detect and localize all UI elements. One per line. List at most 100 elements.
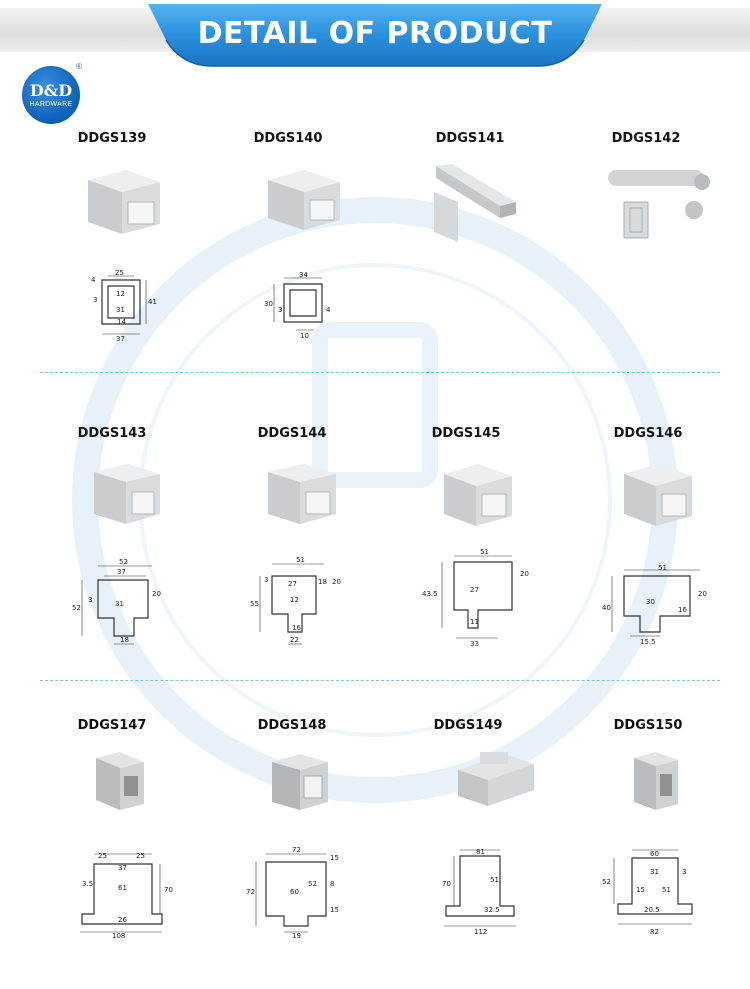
title-banner: DETAIL OF PRODUCT <box>148 0 602 72</box>
dim-label: 52 <box>602 878 611 886</box>
page-title: DETAIL OF PRODUCT <box>197 16 553 51</box>
dim-label: 31 <box>116 306 125 314</box>
row-separator <box>40 372 720 373</box>
dim-label: 34 <box>299 271 308 279</box>
dim-label: 20 <box>332 578 341 586</box>
product-code: DDGS139 <box>77 131 147 146</box>
dim-label: 31 <box>115 600 124 608</box>
dim-label: 27 <box>470 586 479 594</box>
product-photo <box>434 164 516 242</box>
product-photo <box>634 752 678 810</box>
dim-label: 18 <box>318 578 327 586</box>
product-code: DDGS146 <box>613 426 683 441</box>
product-code: DDGS142 <box>611 131 681 146</box>
registered-mark: ® <box>76 62 82 71</box>
dim-label: 8 <box>330 880 334 888</box>
dim-label: 51 <box>658 564 667 572</box>
dim-label: 10 <box>300 332 309 340</box>
dim-label: 4 <box>326 306 331 314</box>
dim-label: 26 <box>118 916 127 924</box>
dim-label: 3.5 <box>82 880 93 888</box>
profile-drawing: 25 25 37 3.5 61 70 26 108 <box>80 852 173 940</box>
dim-label: 40 <box>602 604 611 612</box>
product-code: DDGS143 <box>77 426 147 441</box>
dim-label: 20 <box>698 590 707 598</box>
profile-drawing: 25 4 12 3 31 14 37 41 <box>91 269 157 343</box>
dim-label: 18 <box>120 636 129 644</box>
dim-label: 19 <box>292 932 301 940</box>
dim-label: 82 <box>650 928 659 936</box>
logo-text: D&D <box>29 81 73 100</box>
dim-label: 16 <box>678 606 687 614</box>
dim-label: 25 <box>115 269 124 277</box>
product-photo <box>268 170 340 230</box>
dim-label: 12 <box>290 596 299 604</box>
dim-label: 3 <box>278 306 282 314</box>
dim-label: 20 <box>152 590 161 598</box>
dim-label: 25 <box>136 852 145 860</box>
product-code: DDGS147 <box>77 718 147 733</box>
dim-label: 30 <box>646 598 655 606</box>
dim-label: 15 <box>330 854 339 862</box>
profile-drawing: 72 15 72 60 8 52 15 19 <box>246 846 339 940</box>
dim-label: 3 <box>93 296 97 304</box>
product-photo <box>96 752 144 810</box>
product-code: DDGS148 <box>257 718 327 733</box>
dim-label: 32.5 <box>484 906 500 914</box>
banner-shape <box>148 4 602 67</box>
product-code: DDGS140 <box>253 131 323 146</box>
dim-label: 15 <box>636 886 645 894</box>
dim-label: 37 <box>117 568 126 576</box>
product-photo <box>268 464 336 524</box>
product-photo <box>272 754 328 810</box>
dim-label: 70 <box>164 886 173 894</box>
brand-logo: D&D HARDWARE <box>22 66 80 124</box>
dim-label: 30 <box>264 300 273 308</box>
profile-drawing: 51 20 43.5 27 11 33 <box>422 548 529 648</box>
dim-label: 70 <box>442 880 451 888</box>
dim-label: 33 <box>470 640 479 648</box>
dim-label: 11 <box>470 618 479 626</box>
product-code: DDGS150 <box>613 718 683 733</box>
dim-label: 20 <box>520 570 529 578</box>
dim-label: 37 <box>116 335 125 343</box>
dim-label: 52 <box>72 604 81 612</box>
dim-label: 16 <box>292 624 301 632</box>
profile-drawing: 52 37 3 31 20 52 18 <box>72 558 161 645</box>
dim-label: 60 <box>290 888 299 896</box>
product-photo <box>88 170 160 234</box>
profile-drawing: 81 70 51 32.5 112 <box>442 848 516 936</box>
dim-label: 27 <box>288 580 297 588</box>
product-photo <box>94 464 160 524</box>
dim-label: 22 <box>290 636 299 644</box>
profile-drawing: 51 27 3 18 20 12 55 16 22 <box>250 556 341 645</box>
dim-label: 61 <box>118 884 127 892</box>
logo-subtext: HARDWARE <box>29 101 73 108</box>
product-photo <box>608 170 710 239</box>
dim-label: 51 <box>490 876 499 884</box>
product-photo <box>458 752 534 806</box>
dim-label: 14 <box>117 318 126 326</box>
dim-label: 41 <box>148 298 157 306</box>
product-photo <box>444 464 512 526</box>
dim-label: 43.5 <box>422 590 438 598</box>
dim-label: 12 <box>116 290 125 298</box>
product-photo <box>624 464 692 526</box>
dim-label: 108 <box>112 932 125 940</box>
product-code: DDGS144 <box>257 426 327 441</box>
dim-label: 15 <box>330 906 339 914</box>
dim-label: 37 <box>118 864 127 872</box>
row-separator <box>40 680 720 681</box>
dim-label: 4 <box>91 276 96 284</box>
dim-label: 52 <box>119 558 128 566</box>
dim-label: 51 <box>296 556 305 564</box>
dim-label: 52 <box>308 880 317 888</box>
dim-label: 81 <box>476 848 485 856</box>
dim-label: 3 <box>88 596 92 604</box>
dim-label: 51 <box>480 548 489 556</box>
profile-drawing: 51 20 40 30 16 15.5 <box>602 564 707 646</box>
dim-label: 20.5 <box>644 906 660 914</box>
product-code: DDGS149 <box>433 718 503 733</box>
dim-label: 60 <box>650 850 659 858</box>
dim-label: 51 <box>662 886 671 894</box>
